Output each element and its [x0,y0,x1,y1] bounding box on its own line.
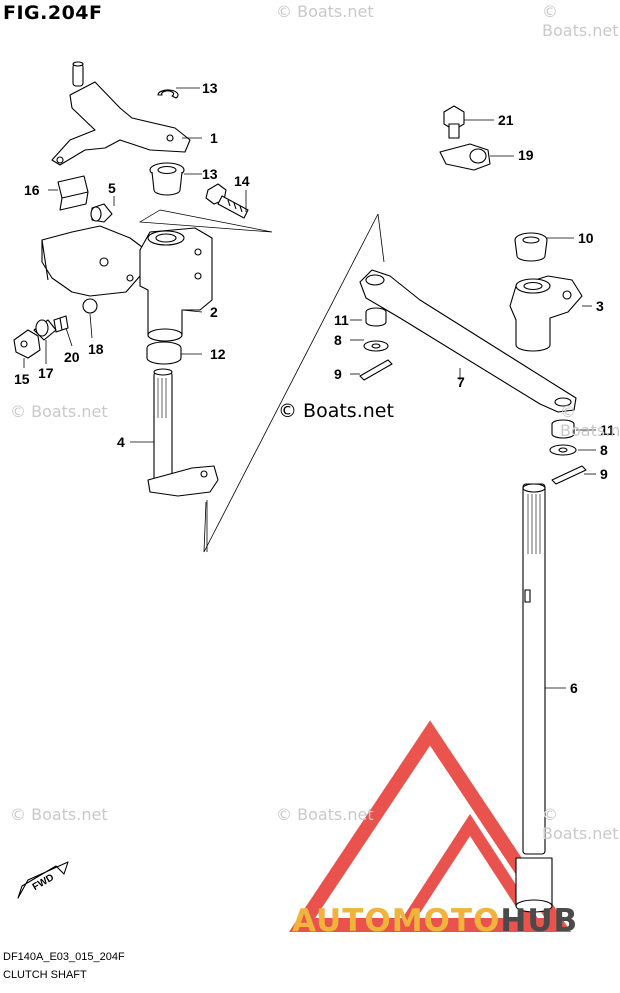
callout-14: 14 [234,173,250,189]
callout-6: 6 [570,680,578,696]
part-11-8-9-lower [549,419,587,485]
callout-2: 2 [210,304,218,320]
part-7-rod [359,269,577,413]
guide-lines [23,87,596,689]
part-12-ring [146,341,182,365]
callout-7: 7 [457,374,465,390]
watermark: © Boats.net [276,805,374,824]
figure-code: DF140A_E03_015_204F [3,951,125,963]
part-1-lever [51,61,191,166]
part-14-bolt [205,183,249,219]
callout-15: 15 [14,371,30,387]
callout-18: 18 [88,341,104,357]
fwd-arrow [17,861,69,899]
part-19-clamp [439,143,491,171]
callout-4: 4 [117,434,125,450]
center-watermark: © Boats.net [278,400,394,422]
callout-17: 17 [38,365,54,381]
callout-8b: 8 [600,442,608,458]
watermark: © Boats.net [10,402,108,421]
watermark: © Boats.net [560,402,620,440]
callout-11b: 11 [600,422,615,438]
callout-labels: 13 1 13 14 16 5 2 12 15 17 20 18 4 21 19… [14,80,615,696]
watermark: © Boats.net [276,2,374,21]
logo-text-b: HUB [500,903,579,939]
part-5-fitting [90,203,113,223]
watermark: © Boats.net [542,2,619,40]
shift-bracket-plate [41,225,147,297]
callout-10: 10 [578,230,594,246]
part-6-shaft [515,483,553,913]
callout-8a: 8 [334,332,342,348]
callout-20: 20 [64,349,80,365]
figure-title: FIG.204F [3,2,103,24]
logo-triangles [288,720,572,932]
part-21-bolt [443,105,465,139]
callout-9b: 9 [600,466,608,482]
part-3-arm [509,275,583,352]
callout-9a: 9 [334,366,342,382]
logo-triangle-right [393,813,547,931]
part-11-8-9-upper [359,307,393,381]
figure-name: CLUTCH SHAFT [3,969,87,981]
part-13-e-clip-top [157,89,179,99]
callout-1: 1 [210,130,218,146]
parts-15-17-20-18 [13,298,98,359]
part-10-plug [514,232,548,262]
watermark: © Boats.net [542,805,619,843]
part-4-shaft [147,368,219,497]
part-16-clip [57,175,89,211]
watermark: © Boats.net [10,805,108,824]
part-2-housing [139,227,213,342]
callout-19: 19 [518,147,534,163]
callout-11a: 11 [334,312,349,328]
callout-3: 3 [596,298,604,314]
logo-text-a: AUTOMOTO [292,903,501,939]
callout-13a: 13 [202,80,218,96]
part-13-bushing [149,162,185,196]
callout-5: 5 [108,180,116,196]
callout-21: 21 [498,112,514,128]
fwd-label: FWD [31,872,56,893]
callout-16: 16 [24,182,40,198]
callout-12: 12 [210,346,226,362]
automotohub-logo: AUTOMOTOHUB [292,903,578,939]
callout-13b: 13 [202,166,218,182]
